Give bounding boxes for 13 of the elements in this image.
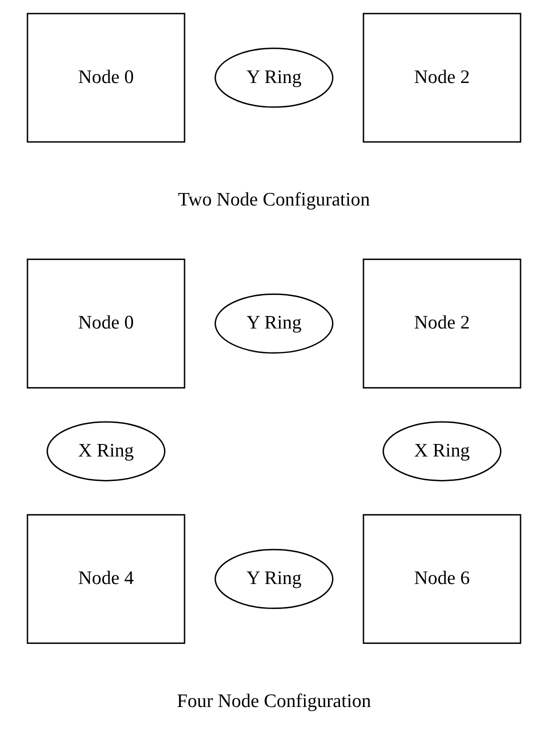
node-box: Node 0: [26, 258, 185, 388]
node-box: Node 2: [362, 258, 521, 388]
label: Four Node Configuration: [176, 690, 371, 712]
node-box: Node 0: [26, 12, 185, 143]
node-ellipse: Y Ring: [214, 294, 333, 354]
node-box: Node 4: [26, 514, 185, 644]
node-ellipse: Y Ring: [214, 48, 333, 108]
node-ellipse: Y Ring: [214, 548, 333, 610]
node-ellipse: X Ring: [382, 421, 501, 482]
label: Two Node Configuration: [178, 190, 370, 211]
node-ellipse: X Ring: [46, 421, 165, 482]
node-box: Node 6: [362, 514, 521, 644]
node-box: Node 2: [362, 12, 521, 143]
